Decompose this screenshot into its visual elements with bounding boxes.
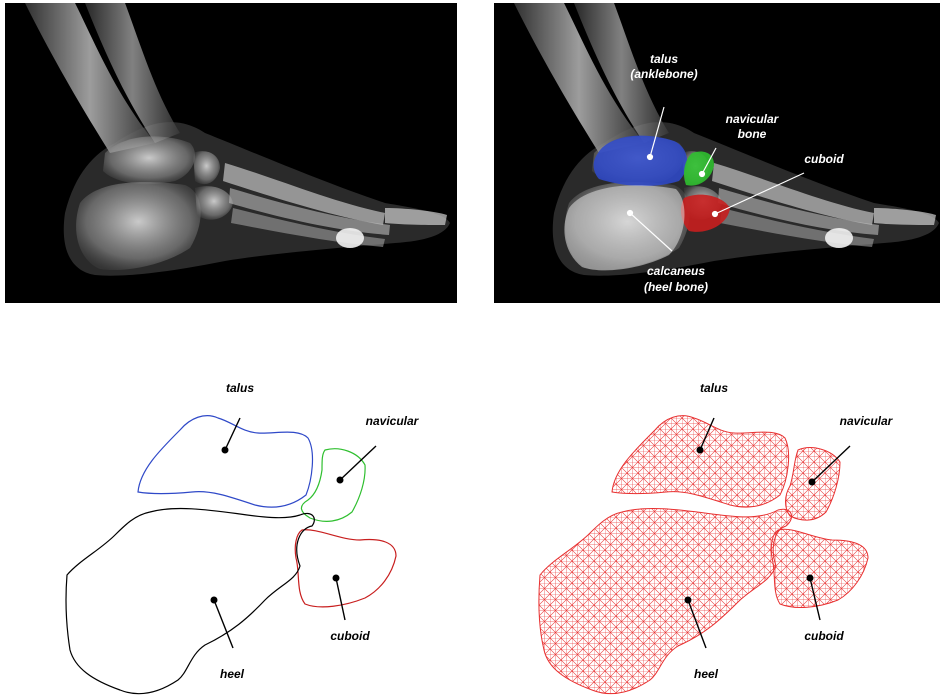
- cuboid-mesh: [771, 529, 868, 607]
- mesh-panel: talus navicular cuboid heel: [539, 381, 894, 694]
- label-calcaneus: calcaneus: [647, 264, 705, 278]
- mesh-label-heel: heel: [694, 667, 719, 681]
- outline-label-talus: talus: [226, 381, 254, 395]
- label-cuboid: cuboid: [804, 152, 844, 166]
- navicular-outline: [301, 449, 365, 522]
- heel-outline: [66, 508, 314, 693]
- mesh-label-talus: talus: [700, 381, 728, 395]
- label-navicular-sub: bone: [738, 127, 767, 141]
- talus-outline: [138, 416, 312, 507]
- talus-mesh: [612, 416, 789, 507]
- label-talus-sub: (anklebone): [630, 67, 697, 81]
- mesh-label-navicular: navicular: [840, 414, 894, 428]
- heel-mesh: [539, 508, 792, 693]
- label-talus: talus: [650, 52, 678, 66]
- outline-panel: talus navicular cuboid heel: [66, 381, 420, 694]
- mesh-label-cuboid: cuboid: [804, 629, 844, 643]
- cuboid-outline: [295, 530, 396, 607]
- xray-annotated-panel: talus (anklebone) navicular bone cuboid …: [494, 3, 940, 303]
- xray-plain-panel: [5, 3, 457, 303]
- outline-label-cuboid: cuboid: [330, 629, 370, 643]
- outline-label-navicular: navicular: [366, 414, 420, 428]
- label-navicular: navicular: [726, 112, 780, 126]
- outline-label-heel: heel: [220, 667, 245, 681]
- label-calcaneus-sub: (heel bone): [644, 280, 708, 294]
